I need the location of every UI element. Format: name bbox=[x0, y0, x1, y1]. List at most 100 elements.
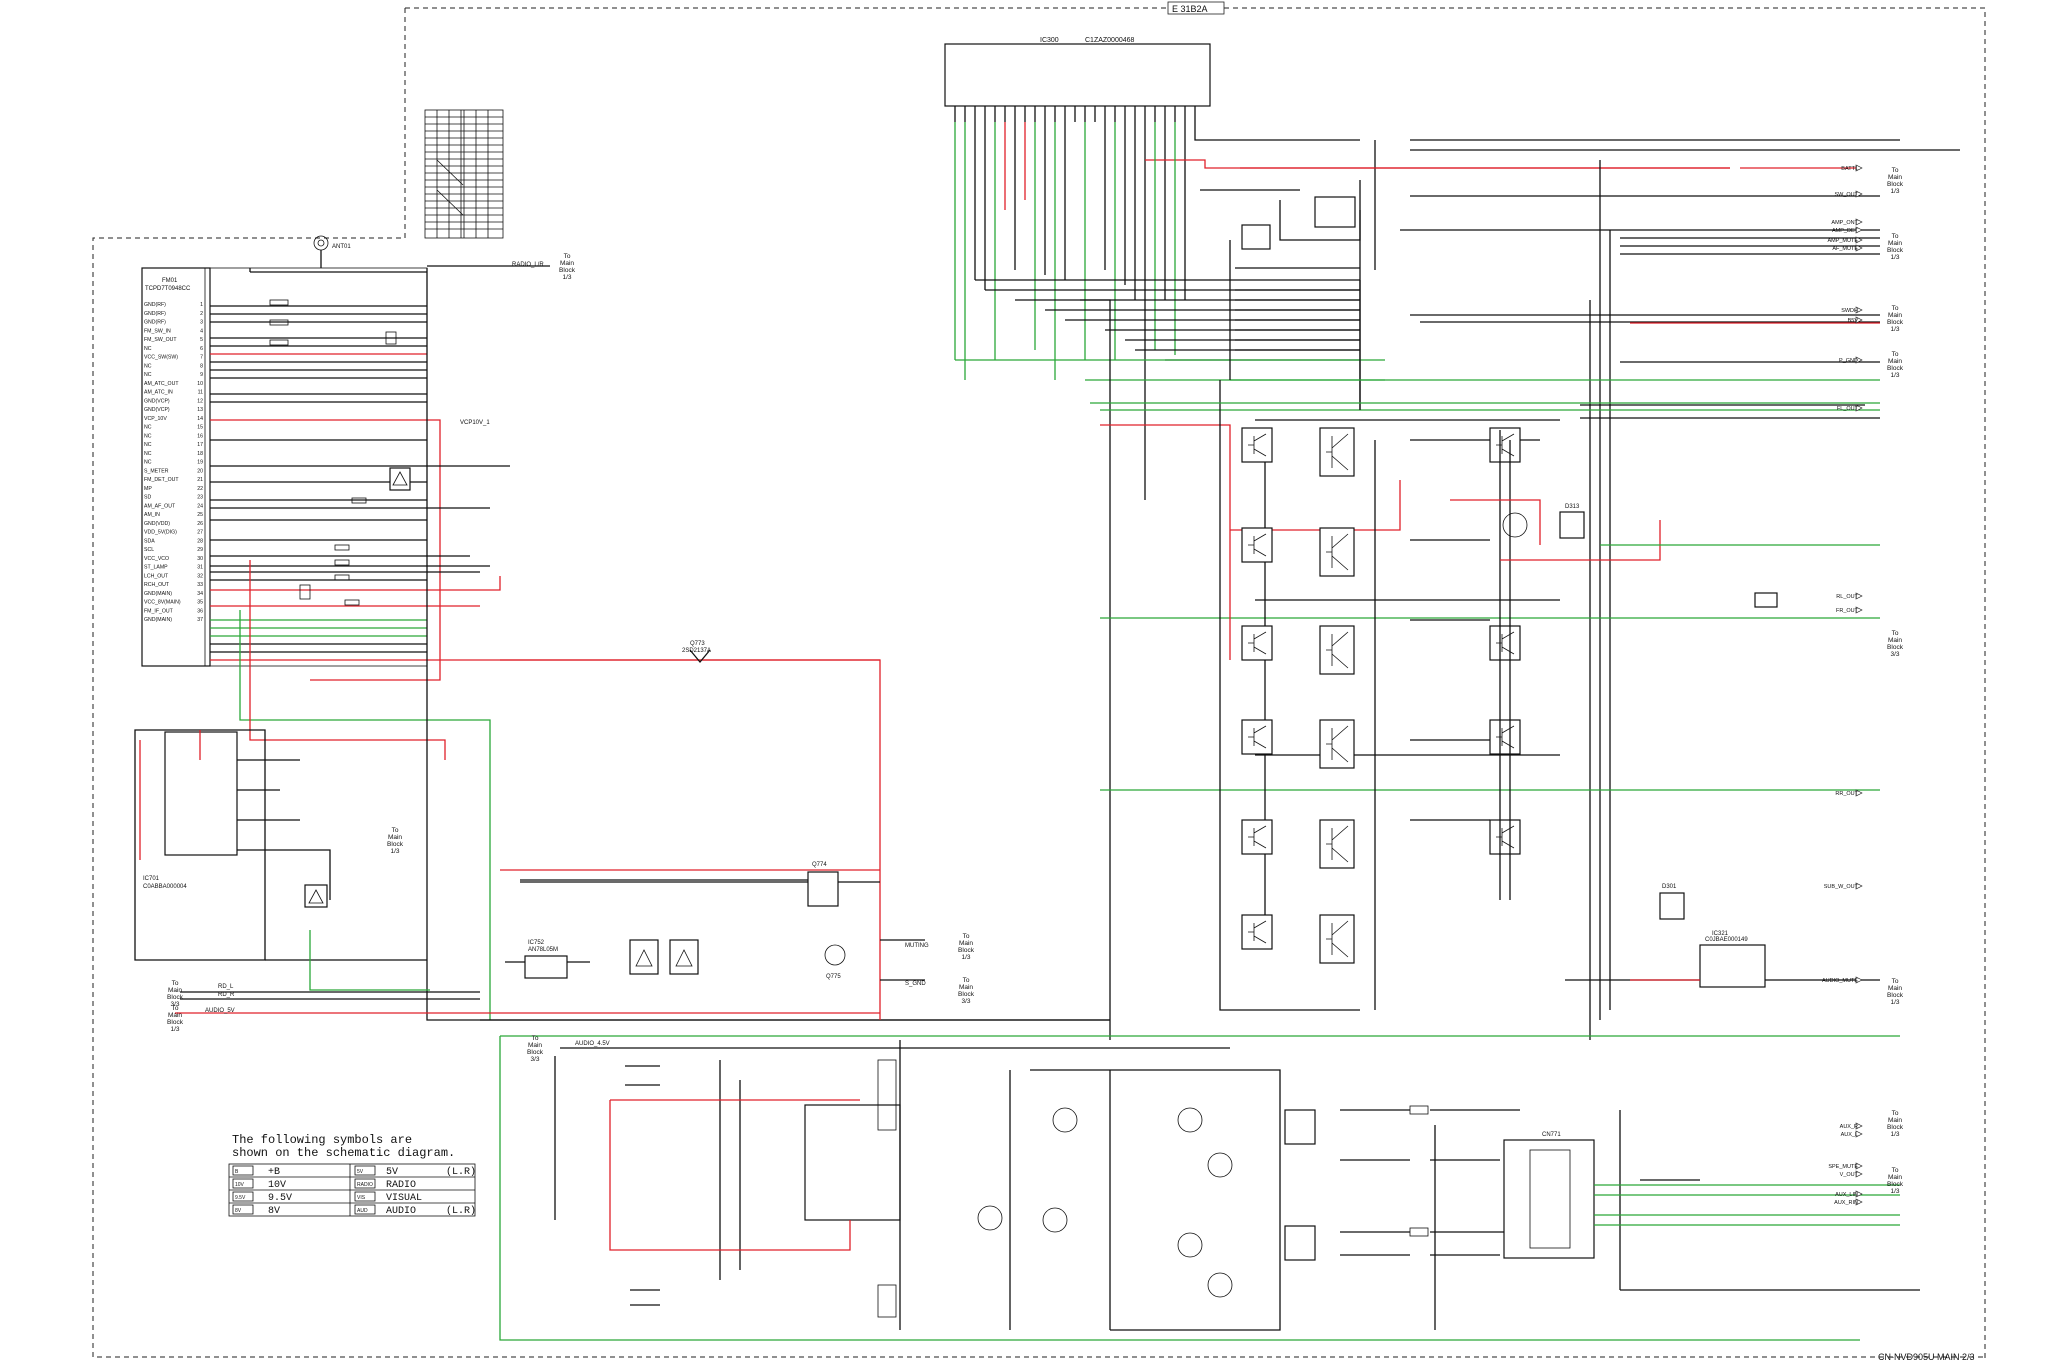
signal-arrow-icon bbox=[1855, 164, 1863, 172]
to-main-block-label: 1/3 bbox=[961, 954, 970, 961]
right-signal-label: AUX_LIN bbox=[1835, 1192, 1858, 1198]
right-signal-label: FL_OUT bbox=[1837, 406, 1859, 412]
fm01-pin-number: 31 bbox=[197, 565, 203, 571]
ic752-ref: IC752 bbox=[528, 940, 545, 946]
right-signal-label: AMP_MUTE bbox=[1827, 238, 1858, 244]
signal-arrow-icon bbox=[1855, 1170, 1863, 1178]
legend-right-text: 5V bbox=[386, 1167, 398, 1178]
fm01-pin-name: FM_IF_OUT bbox=[144, 608, 174, 614]
q773-part: 2SD2137A bbox=[682, 648, 711, 654]
right-signal-label: AUX_L bbox=[1841, 1132, 1858, 1138]
to-main-block-label: 1/3 bbox=[1890, 254, 1899, 261]
ic321-ref: IC321 bbox=[1712, 931, 1729, 937]
legend-right-symbol: 5V bbox=[357, 1169, 364, 1175]
output-transistor bbox=[1489, 719, 1521, 755]
output-transistor bbox=[1489, 427, 1521, 463]
cn771-ref: CN771 bbox=[1542, 1132, 1561, 1138]
legend-title-line1: The following symbols are bbox=[232, 1133, 412, 1147]
right-signal-label: SUB_W_OUT bbox=[1824, 884, 1859, 890]
signal-arrow-icon bbox=[1855, 1162, 1863, 1170]
fm01-pin-name: GND(MAIN) bbox=[144, 591, 172, 597]
to-main-block-label: Block bbox=[1887, 1124, 1904, 1131]
legend-right-tag: (L.R) bbox=[446, 1205, 476, 1217]
fm01-pin-number: 24 bbox=[197, 503, 203, 509]
to-main-block-label: Block bbox=[527, 1049, 544, 1056]
right-signal-label: SWDH bbox=[1841, 308, 1858, 314]
signal-arrow-icon bbox=[1855, 218, 1863, 226]
fm01-pin-number: 4 bbox=[200, 328, 203, 334]
right-bus-lines bbox=[1080, 139, 1960, 1040]
to-main-block-label: 1/3 bbox=[1890, 1131, 1899, 1138]
fm01-pin-number: 23 bbox=[197, 495, 203, 501]
right-signal-label: AUX_RIN bbox=[1834, 1200, 1858, 1206]
symbol-legend: The following symbols are shown on the s… bbox=[228, 1133, 476, 1217]
fm01-pin-name: VCC_8V(MAIN) bbox=[144, 600, 181, 606]
legend-left-text: 9.5V bbox=[268, 1193, 292, 1204]
fm01-pin-number: 27 bbox=[197, 530, 203, 536]
board-id-label: E 31B2A bbox=[1172, 4, 1208, 14]
to-main-block-label: Main bbox=[388, 834, 402, 841]
right-signal-label: AMP_ONT bbox=[1831, 220, 1858, 226]
to-main-block-label: Block bbox=[1887, 319, 1904, 326]
signal-arrow-icon bbox=[1855, 244, 1863, 252]
fm01-pin-number: 17 bbox=[197, 442, 203, 448]
to-main-block-label: 1/3 bbox=[170, 1026, 179, 1033]
antenna-icon: ANT01 bbox=[313, 235, 351, 268]
fm01-pin-name: AM_AF_OUT bbox=[144, 503, 176, 509]
fm01-pin-name: GND(RF) bbox=[144, 311, 166, 317]
ic701-block: IC701 C0ABBA000004 bbox=[134, 729, 430, 991]
fm01-pin-number: 28 bbox=[197, 538, 203, 544]
output-transistor bbox=[1489, 625, 1521, 661]
d301-ref: D301 bbox=[1662, 884, 1677, 890]
ic321-part: C0JBAE000149 bbox=[1705, 937, 1748, 943]
main-block-labels: ToMainBlock1/3ToMainBlock1/3ToMainBlock1… bbox=[167, 167, 1904, 1195]
fm01-pin-name: NC bbox=[144, 460, 152, 466]
fm01-pin-number: 26 bbox=[197, 521, 203, 527]
fm01-pin-name: NC bbox=[144, 425, 152, 431]
transistor-symbol-icon bbox=[1248, 631, 1267, 655]
fm01-pin-wiring bbox=[210, 268, 1110, 1021]
fm01-pin-number: 37 bbox=[197, 617, 203, 623]
to-main-block-label: To bbox=[392, 827, 399, 834]
right-signal-label: AF_MUTE bbox=[1832, 246, 1858, 252]
to-main-block-label: Main bbox=[168, 987, 182, 994]
to-main-block-label: Main bbox=[1888, 985, 1902, 992]
to-main-block-label: To bbox=[1892, 167, 1899, 174]
to-main-block-label: 1/3 bbox=[1890, 999, 1899, 1006]
transistor-symbol-icon bbox=[1248, 725, 1267, 749]
legend-left-symbol: 8V bbox=[235, 1208, 242, 1214]
transistor-symbol-icon bbox=[1248, 920, 1267, 944]
driver-section bbox=[1090, 180, 1880, 410]
antenna-label: ANT01 bbox=[332, 244, 351, 250]
to-main-block-label: Main bbox=[1888, 174, 1902, 181]
fm01-pin-name: VCC_SW(SW) bbox=[144, 355, 178, 361]
driver-transistor bbox=[1319, 527, 1355, 577]
to-main-block-label: Block bbox=[1887, 247, 1904, 254]
ic300-part: C1ZAZ0000468 bbox=[1085, 37, 1135, 44]
right-signal-label: SW_OUT bbox=[1834, 192, 1858, 198]
to-main-block-label: To bbox=[564, 253, 571, 260]
to-main-block-label: 3/3 bbox=[961, 998, 970, 1005]
q773-ref: Q773 bbox=[690, 641, 705, 647]
to-main-block-label: To bbox=[963, 933, 970, 940]
signal-arrow-icon bbox=[1855, 190, 1863, 198]
fm01-pin-name: NC bbox=[144, 442, 152, 448]
fm01-pin-name: GND(RF) bbox=[144, 320, 166, 326]
right-signal-label: AMP_DET bbox=[1832, 228, 1859, 234]
to-main-block-label: Main bbox=[1888, 312, 1902, 319]
fm01-pin-number: 33 bbox=[197, 582, 203, 588]
output-transistor bbox=[1489, 819, 1521, 855]
fm01-pin-number: 7 bbox=[200, 355, 203, 361]
signal-arrow-icon bbox=[1855, 1122, 1863, 1130]
to-main-block-label: Block bbox=[958, 947, 975, 954]
fm01-pin-name: NC bbox=[144, 451, 152, 457]
to-main-block-label: 1/3 bbox=[562, 274, 571, 281]
fm01-support-parts: RADIO_L/R VCP10V_1 bbox=[269, 262, 550, 606]
fm01-pin-number: 6 bbox=[200, 346, 203, 352]
driver-transistor bbox=[1319, 625, 1355, 675]
footer-label: CN-NVD905U MAIN 2/3 bbox=[1878, 1352, 1975, 1361]
driver-transistor bbox=[1319, 427, 1355, 477]
